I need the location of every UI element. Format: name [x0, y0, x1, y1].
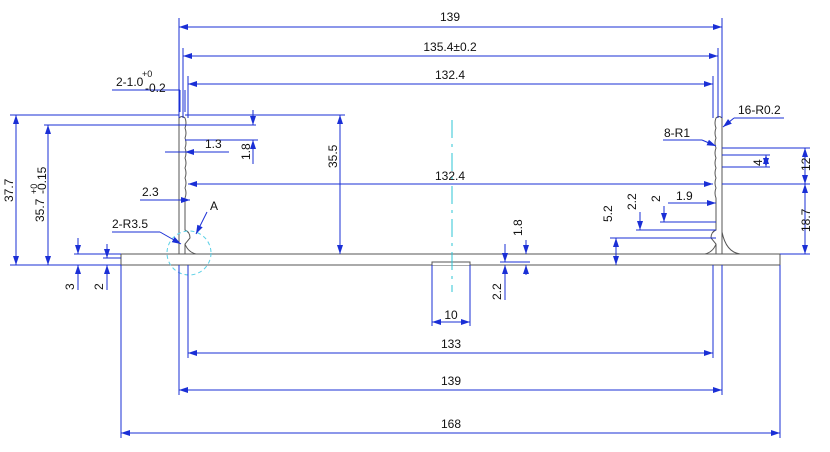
left-wall — [178, 116, 191, 255]
label-1-8-center: 1.8 — [511, 219, 525, 236]
label-139-top: 139 — [440, 10, 460, 24]
vertical-dimensions — [10, 110, 810, 300]
label-tolerance-upper: +0 — [142, 69, 152, 79]
label-1-3: 1.3 — [205, 137, 222, 151]
label-8-r1: 8-R1 — [664, 126, 690, 140]
label-tolerance-base: 2-1.0 — [116, 75, 144, 89]
label-135-4: 135.4±0.2 — [423, 40, 477, 54]
left-fillet — [184, 243, 197, 255]
label-4: 4 — [751, 159, 765, 166]
label-2-r3-5: 2-R3.5 — [112, 217, 148, 231]
label-10: 10 — [444, 308, 458, 322]
label-2-right: 2 — [649, 195, 663, 202]
label-168: 168 — [441, 417, 461, 431]
label-5-2: 5.2 — [601, 205, 615, 222]
right-outer-fillet — [721, 231, 741, 255]
label-2-3: 2.3 — [142, 185, 159, 199]
label-1-8-left: 1.8 — [239, 143, 253, 160]
leaders — [112, 117, 784, 245]
center-groove — [431, 261, 471, 265]
right-fillet — [704, 243, 717, 255]
label-tolerance-lower: -0.2 — [145, 81, 166, 95]
label-139-bottom: 139 — [441, 374, 461, 388]
label-35-5: 35.5 — [326, 144, 340, 168]
label-1-9: 1.9 — [676, 189, 693, 203]
label-12: 12 — [799, 157, 813, 171]
right-wall — [710, 116, 723, 255]
label-detail-a: A — [210, 199, 218, 213]
label-16-r0-2: 16-R0.2 — [738, 103, 781, 117]
label-132-4-top: 132.4 — [435, 68, 465, 82]
horizontal-dimensions — [112, 18, 781, 438]
label-37-7: 37.7 — [2, 178, 16, 202]
label-133: 133 — [441, 337, 461, 351]
label-2-left: 2 — [92, 283, 106, 290]
label-132-4-mid: 132.4 — [435, 169, 465, 183]
label-3: 3 — [63, 283, 77, 290]
detail-a-circle — [166, 230, 212, 276]
label-35-7-upper: +0 — [29, 184, 39, 194]
label-35-7-lower: -0.15 — [35, 166, 49, 194]
dimension-texts: 139 135.4±0.2 132.4 2-1.0 +0 -0.2 16-R0.… — [2, 10, 813, 431]
label-35-7: 35.7 — [33, 198, 47, 222]
label-18-7: 18.7 — [799, 208, 813, 232]
label-2-2-center: 2.2 — [490, 283, 504, 300]
extrusion-profile — [120, 116, 781, 266]
label-2-2-right: 2.2 — [625, 193, 639, 210]
